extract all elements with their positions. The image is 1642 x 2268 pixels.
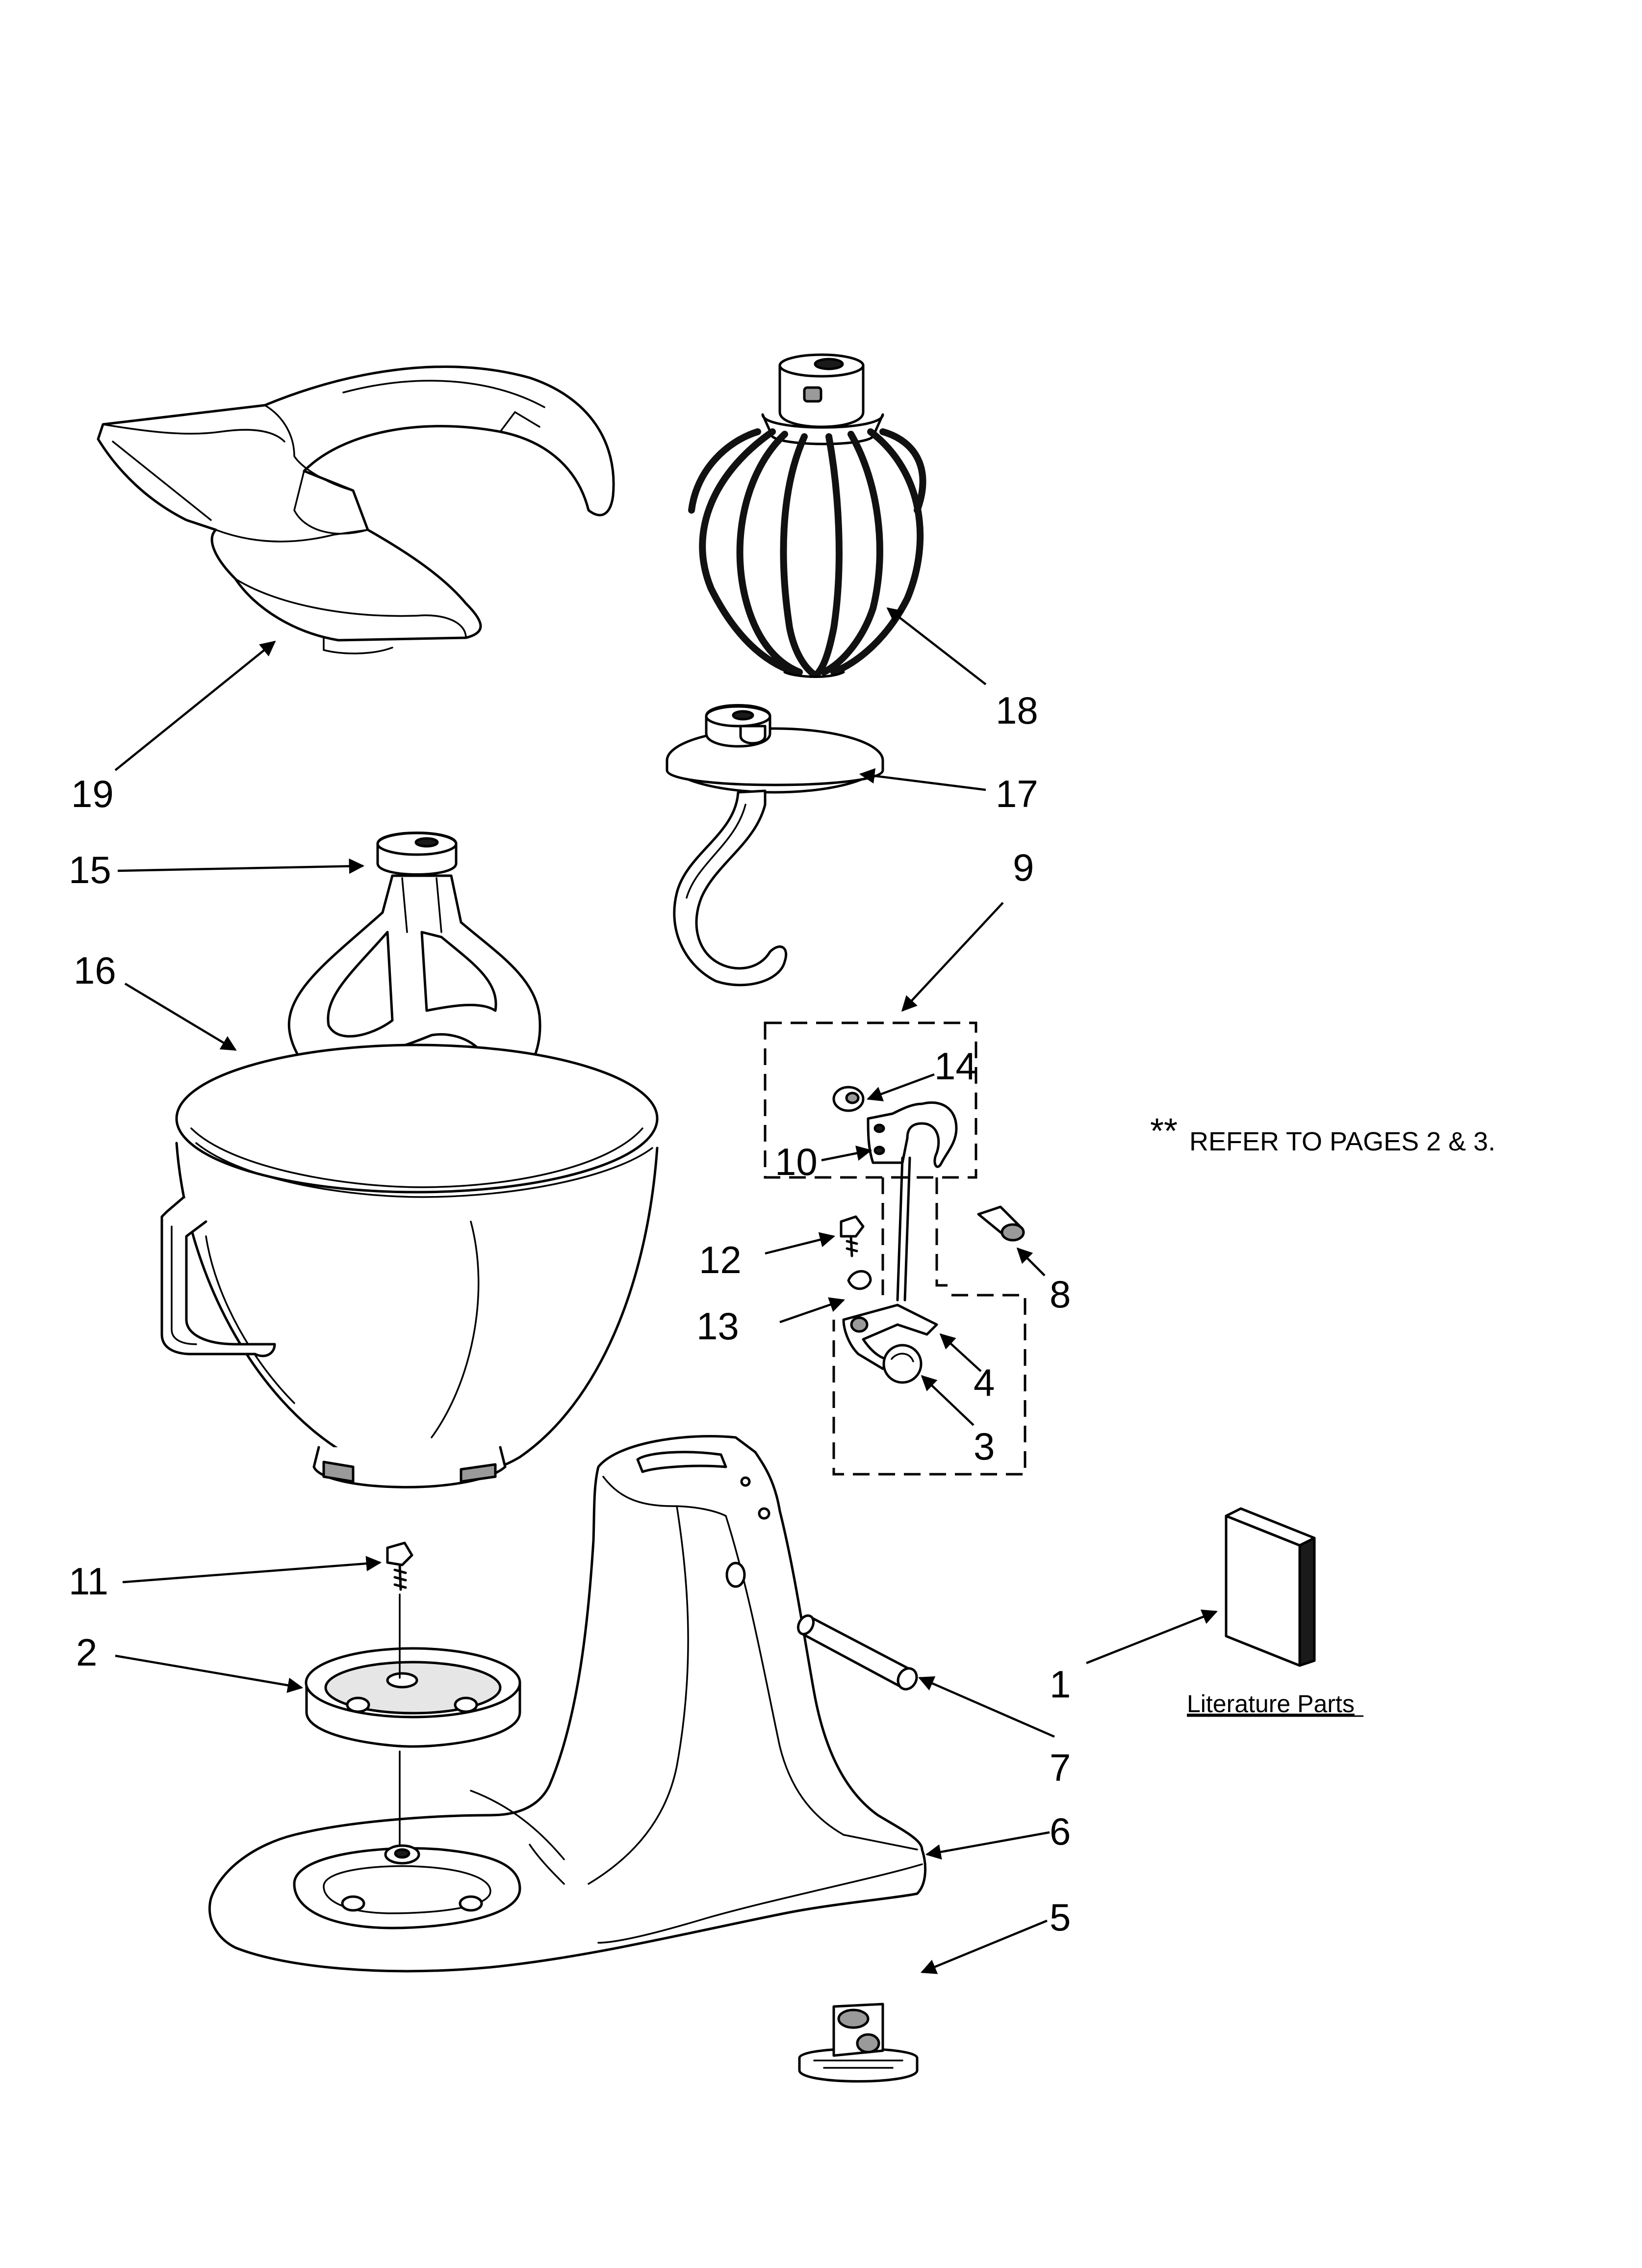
callout-15: 15 [69, 848, 111, 891]
leader-6 [925, 1831, 1050, 1860]
leader-15 [117, 858, 365, 874]
callout-2: 2 [76, 1631, 97, 1674]
leader-lines [114, 607, 1218, 1974]
callout-16: 16 [74, 949, 116, 992]
note-marker: ** [1150, 1112, 1178, 1151]
leader-7 [918, 1676, 1055, 1738]
leader-14 [867, 1073, 935, 1101]
leader-5 [921, 1919, 1048, 1974]
callout-4: 4 [974, 1361, 995, 1404]
callout-8: 8 [1050, 1273, 1071, 1316]
leader-17 [859, 768, 986, 791]
leader-2 [115, 1654, 304, 1693]
screw-11-drawing [386, 1541, 413, 1846]
callout-18: 18 [996, 689, 1038, 732]
callout-9: 9 [1013, 846, 1034, 889]
callout-3: 3 [974, 1425, 995, 1468]
note-text: REFER TO PAGES 2 & 3. [1189, 1127, 1495, 1156]
hinge-pin-drawing [796, 1614, 918, 1691]
callout-12: 12 [699, 1238, 742, 1281]
callout-1: 1 [1050, 1663, 1071, 1706]
leader-4 [939, 1333, 982, 1372]
leader-12 [765, 1232, 836, 1255]
clamping-plate-drawing [305, 1647, 521, 1748]
literature-parts-label: Literature Parts [1187, 1690, 1355, 1718]
callout-labels: 19 18 17 15 16 9 14 10 12 13 8 4 3 11 2 … [69, 689, 1071, 1939]
callout-13: 13 [696, 1304, 739, 1348]
callout-17: 17 [996, 772, 1038, 815]
leader-10 [821, 1146, 872, 1162]
hinge-assembly-drawing [764, 1021, 1026, 1476]
group-box-9 [764, 1021, 977, 1179]
leader-18 [886, 607, 987, 685]
leader-3 [921, 1375, 975, 1426]
wire-whip-drawing [688, 353, 926, 678]
callout-5: 5 [1050, 1896, 1071, 1939]
stand-mixer-body-drawing [208, 1435, 927, 1973]
refer-note: ** REFER TO PAGES 2 & 3. [1150, 1112, 1495, 1156]
leader-19 [114, 641, 276, 771]
dough-hook-drawing [666, 704, 884, 987]
foot-part-5-drawing [798, 2003, 919, 2083]
mixing-bowl-drawing [160, 1043, 659, 1488]
leader-8 [1016, 1247, 1046, 1277]
callout-14: 14 [934, 1044, 977, 1088]
pouring-shield-drawing [97, 365, 615, 654]
leader-11 [122, 1556, 382, 1584]
callout-6: 6 [1050, 1810, 1071, 1853]
leader-16 [124, 983, 237, 1051]
callout-7: 7 [1050, 1746, 1071, 1789]
leader-13 [779, 1297, 845, 1324]
callout-10: 10 [775, 1140, 818, 1183]
callout-11: 11 [69, 1560, 108, 1603]
leader-1 [1086, 1609, 1218, 1665]
leader-9 [901, 902, 1004, 1012]
callout-19: 19 [71, 772, 114, 815]
literature-parts-drawing [1225, 1507, 1316, 1667]
